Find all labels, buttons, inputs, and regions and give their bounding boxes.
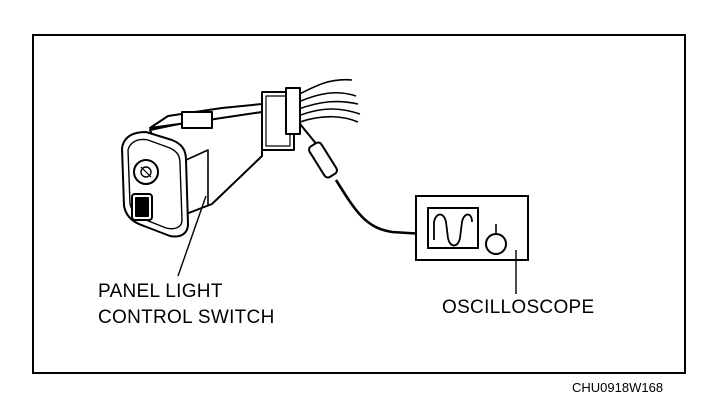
panel-switch-leader <box>177 195 207 277</box>
panel-switch-label-line2: CONTROL SWITCH <box>98 307 275 328</box>
harness-wires <box>291 78 361 123</box>
knob-icon <box>485 233 507 255</box>
panel-switch-label-line1: PANEL LIGHT <box>98 281 223 302</box>
diagram-border <box>32 34 686 374</box>
oscilloscope-icon <box>415 195 529 261</box>
oscilloscope-label: OSCILLOSCOPE <box>442 297 595 318</box>
figure-code: CHU0918W168 <box>572 380 664 395</box>
waveform-icon <box>433 213 473 247</box>
probe-icon <box>299 123 425 236</box>
panel-light-switch-icon <box>121 87 301 238</box>
